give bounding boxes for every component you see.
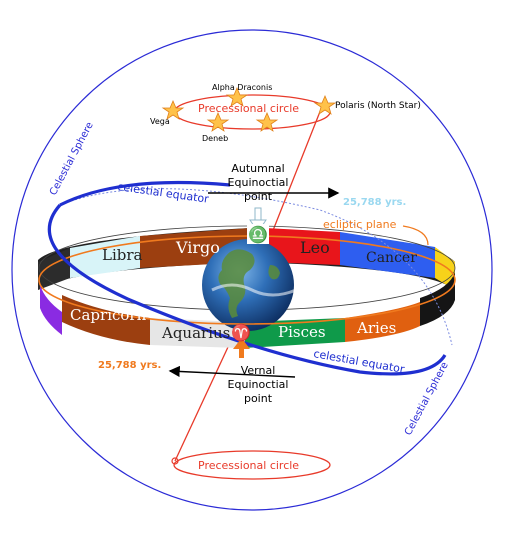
celestial-equator-upper (59, 180, 231, 207)
celestial-equator-back (59, 188, 453, 346)
sign-cancer: Cancer (366, 250, 417, 266)
earth-axis-lower (174, 331, 236, 462)
precessional-circle-bottom-ring (173, 450, 331, 480)
label-vernal-line2: Equinoctial (228, 378, 289, 391)
sign-libra: Libra (102, 246, 143, 264)
label-alpha-draconis: Alpha Draconis (212, 83, 272, 92)
vernal-pointer (233, 338, 250, 358)
earth-clouds (211, 283, 297, 297)
sign-pisces: Pisces (278, 323, 326, 341)
label-autumnal-line1: Autumnal (231, 162, 284, 175)
label-ecliptic-plane: ecliptic plane (323, 218, 397, 231)
earth-continents (218, 249, 280, 318)
celestial-sphere-outline (11, 29, 493, 511)
star-unnamed-icon (255, 111, 279, 132)
label-precessional-circle-bottom: Precessional circle (198, 459, 299, 472)
label-deneb: Deneb (202, 134, 228, 143)
earth-axis-upper (269, 103, 324, 239)
label-vernal-line1: Vernal (241, 364, 276, 377)
ecliptic-plane-pointer (402, 225, 429, 246)
libra-symbol-bg (247, 224, 269, 244)
segment-libra (70, 236, 140, 278)
label-autumnal-line2: Equinoctial (228, 176, 289, 189)
star-polaris-icon (313, 94, 337, 115)
label-polaris: Polaris (North Star) (335, 101, 421, 111)
star-vega-icon (161, 99, 185, 120)
segment-pisces (245, 318, 345, 348)
sign-capricorn: Capricorn (70, 306, 147, 324)
label-vernal-line3: point (244, 392, 273, 405)
sign-aquarius: Aquarius (161, 324, 230, 342)
label-period-top: 25,788 yrs. (343, 197, 406, 208)
libra-symbol-icon: ♎ (248, 225, 268, 244)
celestial-equator-front (47, 203, 447, 376)
star-deneb-icon (206, 111, 230, 132)
segment-aquarius (150, 318, 240, 348)
label-period-bottom: 25,788 yrs. (98, 360, 161, 371)
segment-black-front (420, 272, 455, 326)
label-precessional-circle-top: Precessional circle (198, 102, 299, 115)
segment-purple (40, 285, 62, 335)
sign-virgo: Virgo (175, 238, 220, 257)
sign-leo: Leo (300, 238, 330, 257)
segment-aries (345, 302, 420, 342)
star-alpha-draconis-icon (225, 86, 249, 107)
label-autumnal-line3: point (244, 190, 273, 203)
vernal-arrow (168, 365, 296, 378)
aries-symbol-icon: ♈ (231, 323, 251, 342)
label-vega: Vega (150, 117, 170, 126)
stars (161, 86, 337, 132)
axis-end-dot (171, 457, 179, 465)
segment-gold (435, 247, 455, 290)
sign-aries: Aries (356, 319, 396, 337)
